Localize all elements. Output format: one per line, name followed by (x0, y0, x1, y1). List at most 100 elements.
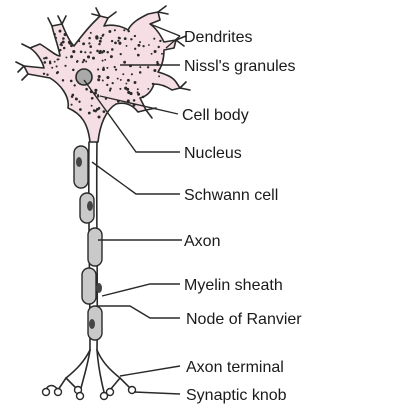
synaptic-knob (99, 391, 109, 401)
nissl-granule (99, 37, 103, 40)
nissl-granule (114, 68, 118, 71)
nissl-granule (43, 57, 46, 60)
leader-node (98, 305, 180, 319)
nissl-granule (62, 37, 65, 40)
nissl-granule (88, 42, 91, 45)
cell-body (23, 11, 181, 143)
nissl-granule (61, 40, 65, 44)
nissl-granule (74, 97, 78, 101)
nissl-granule (97, 78, 101, 82)
leader-axon-terminal (119, 365, 181, 377)
nissl-granule (127, 30, 130, 33)
nissl-granule (51, 66, 54, 69)
nissl-granule (48, 60, 52, 63)
label-schwann-cell: Schwann cell (184, 187, 278, 204)
nissl-granule (130, 73, 133, 76)
nissl-granule (75, 60, 79, 63)
nissl-granule (73, 50, 76, 53)
nissl-granule (102, 66, 105, 69)
nissl-granule (79, 50, 83, 54)
nissl-granule (97, 68, 100, 71)
nissl-granule (61, 79, 65, 82)
myelin-sheath (73, 145, 103, 341)
nissl-granule (82, 42, 86, 46)
nissl-granule (60, 44, 63, 47)
nissl-granule (123, 60, 127, 64)
nissl-granule (54, 36, 58, 40)
nissl-granule (147, 87, 150, 90)
nissl-granule (102, 68, 105, 71)
sheath-segment (73, 145, 89, 189)
schwann-nucleus (96, 283, 102, 293)
nucleus (75, 68, 93, 86)
schwann-nucleus (76, 157, 82, 167)
nissl-granule (101, 34, 104, 37)
nissl-granule (159, 39, 162, 43)
nissl-granule (42, 72, 46, 76)
nissl-granule (79, 108, 82, 111)
synaptic-knob (105, 387, 115, 397)
nissl-granule (133, 81, 137, 84)
sheath-segment (79, 192, 95, 224)
sheath-segment (87, 305, 103, 341)
nissl-granule (132, 99, 136, 102)
sheath-segment (81, 267, 97, 305)
nissl-granule (109, 55, 113, 59)
nissl-granule (139, 41, 141, 44)
nissl-granule (125, 44, 128, 47)
nissl-granule (98, 42, 101, 46)
nissl-granule (89, 45, 93, 48)
nissl-granule (102, 110, 106, 113)
nissl-granule (108, 89, 112, 92)
nissl-granule (64, 64, 67, 67)
nissl-granule (136, 53, 140, 57)
nissl-granule (106, 83, 109, 87)
nissl-granule (69, 79, 73, 83)
nissl-granule (70, 55, 73, 59)
nissl-granule (81, 61, 84, 64)
nissl-granule (118, 36, 121, 40)
synaptic-knobs (41, 385, 137, 401)
nissl-granule (95, 36, 99, 40)
nissl-granule (89, 51, 92, 54)
nissl-granule (98, 106, 101, 109)
nissl-granule (95, 107, 99, 111)
nissl-granule (106, 66, 109, 69)
nissl-granule (72, 68, 75, 72)
leader-cell-body (99, 95, 179, 115)
nissl-granule (78, 40, 81, 43)
axon-terminal (45, 349, 131, 393)
nissl-granule (153, 37, 156, 40)
nissl-granule (58, 29, 62, 33)
nissl-granule (119, 52, 122, 56)
nissl-granule (137, 43, 141, 47)
nissl-granule (71, 93, 75, 97)
nissl-granule (87, 111, 91, 115)
nissl-granule (73, 84, 76, 87)
leader-synaptic-knob (133, 391, 181, 395)
nissl-granule (125, 82, 128, 85)
synaptic-knob (127, 385, 137, 395)
nissl-granule (88, 36, 91, 40)
nissl-granule (89, 31, 92, 34)
nissl-granule (118, 41, 122, 45)
nissl-granule (78, 100, 81, 103)
label-cell-body: Cell body (182, 107, 249, 124)
nissl-granule (106, 75, 110, 80)
nissl-granule (110, 48, 114, 51)
nissl-granule (60, 42, 63, 45)
nissl-granule (97, 115, 101, 119)
label-axon-terminal: Axon terminal (186, 359, 284, 376)
label-myelin-sheath: Myelin sheath (184, 277, 283, 294)
label-axon: Axon (184, 233, 220, 250)
nissl-granule (55, 65, 58, 68)
nissl-granule (94, 88, 98, 92)
nissl-granules (42, 29, 163, 119)
nissl-granule (92, 56, 95, 60)
schwann-nucleus (89, 319, 95, 329)
nissl-granule (148, 44, 150, 46)
synaptic-knob (53, 387, 63, 397)
nissl-granule (142, 44, 145, 48)
